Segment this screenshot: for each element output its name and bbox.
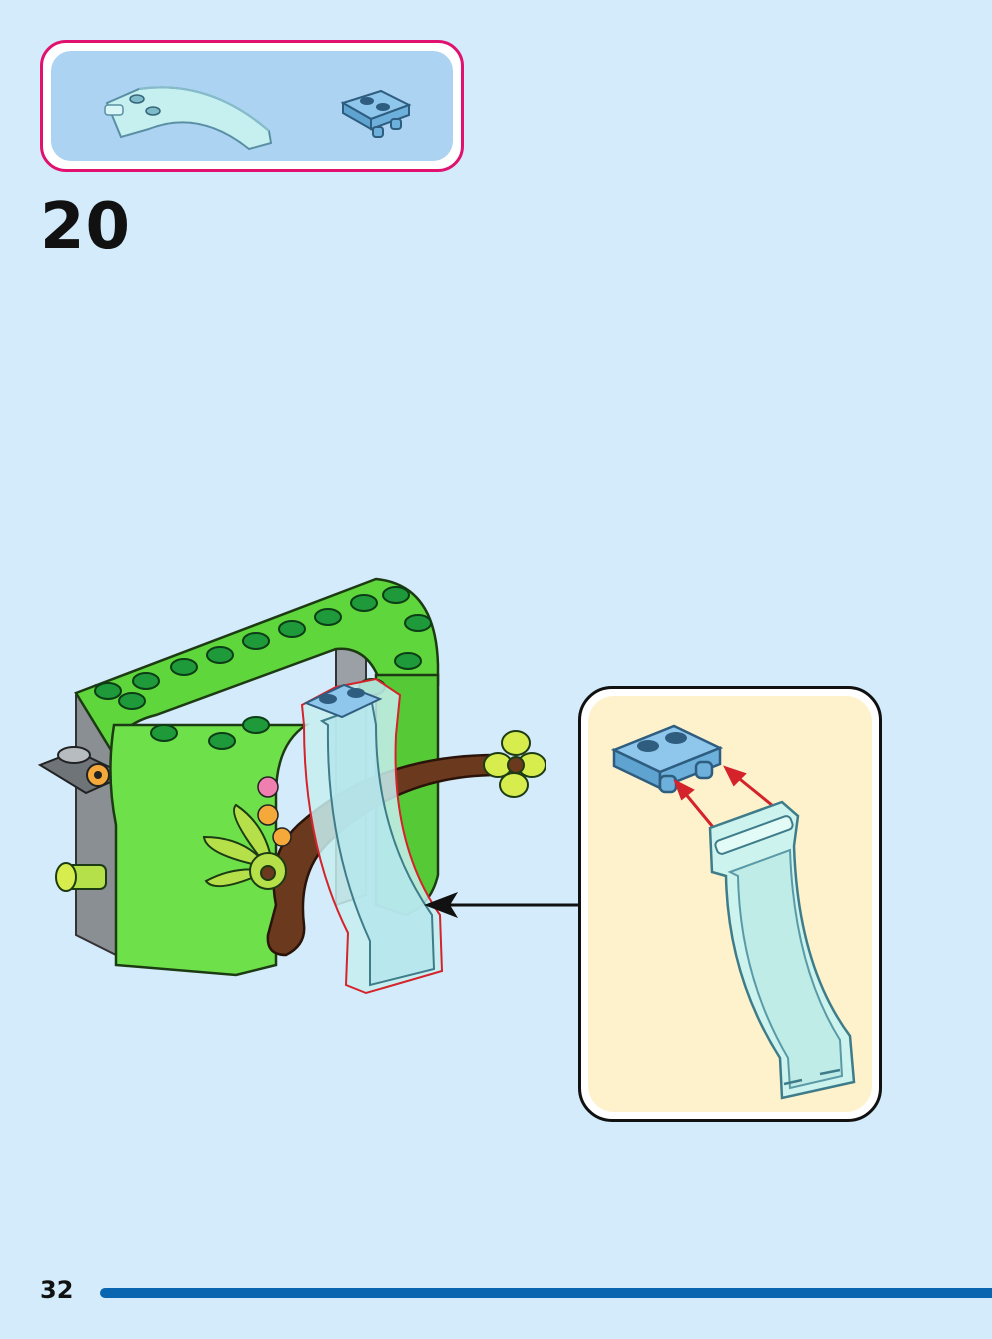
sub-assembly-illustration: [610, 724, 856, 1100]
progress-bar: [100, 1288, 992, 1298]
transparent-slide-part-icon: [104, 86, 273, 151]
sub-assembly-callout: [578, 686, 882, 1122]
sub-assembly-callout-inner: [588, 696, 872, 1112]
page-number: 32: [40, 1276, 74, 1304]
parts-list-inner: [51, 51, 453, 161]
plate-with-clips-part-icon: [340, 89, 412, 138]
callout-arrow-icon: [424, 892, 578, 918]
parts-list-box: [40, 40, 464, 172]
model-illustration: [37, 577, 546, 995]
step-number: 20: [40, 190, 132, 264]
